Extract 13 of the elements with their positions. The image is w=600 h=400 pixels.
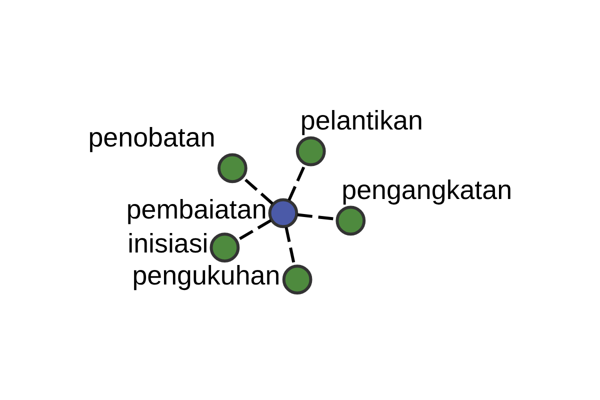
node-circle: [209, 232, 240, 262]
node-label: pengangkatan: [341, 174, 512, 204]
node-label: inisiasi: [127, 228, 208, 258]
node-circle: [295, 136, 326, 166]
node-label: pembaiatan: [126, 194, 266, 224]
node-label: pelantikan: [300, 104, 422, 135]
node-circle: [268, 198, 298, 228]
node-circle: [335, 205, 366, 236]
node-circle: [282, 264, 312, 294]
node-label: pengukuhan: [132, 260, 280, 290]
node-circle: [216, 152, 247, 183]
connector: [242, 176, 273, 204]
node-label: penobatan: [88, 122, 215, 152]
